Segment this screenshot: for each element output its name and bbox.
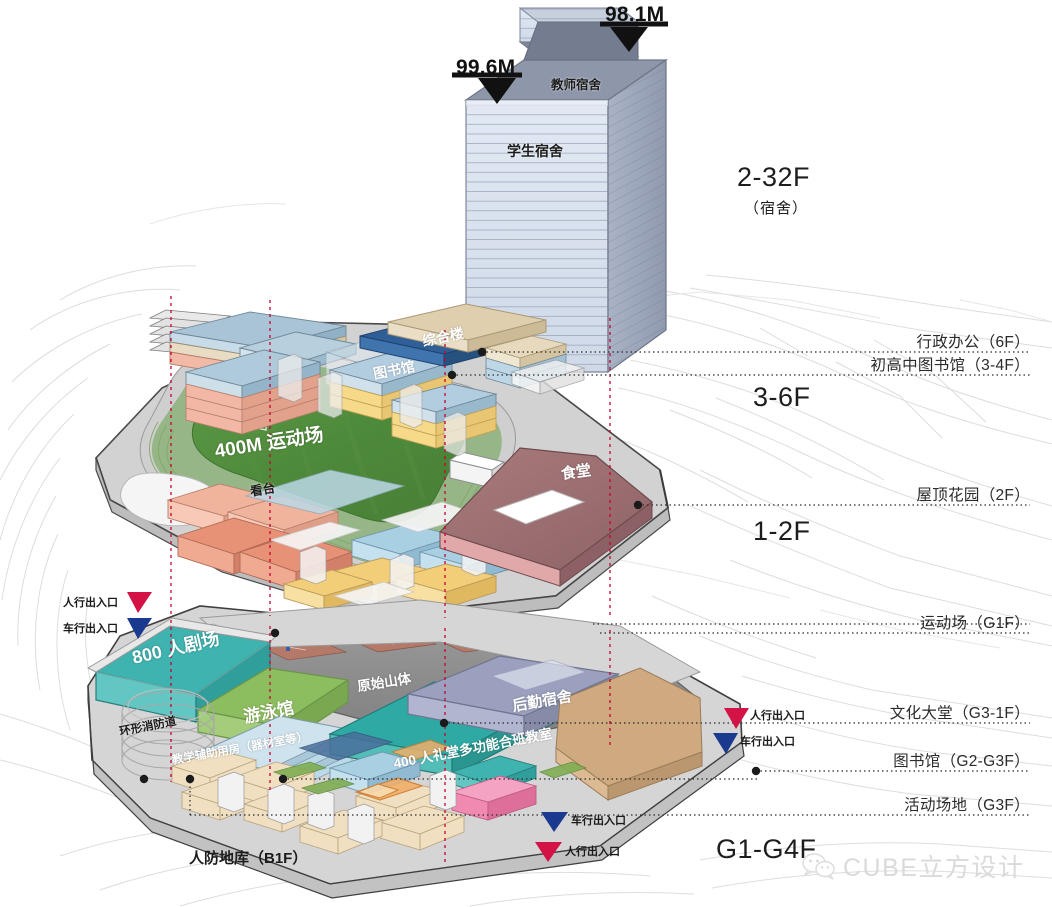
level-leader-lines — [189, 351, 1030, 816]
entry-label-pedestrian-bottom: 人行出入口 — [565, 846, 620, 858]
teacher-dorm-label: 教师宿舍 — [551, 78, 602, 92]
student-dorm-volume — [464, 21, 668, 374]
watermark: CUBE立方设计 — [802, 848, 1024, 884]
big-level-podium: 3-6F — [753, 382, 811, 412]
vehicle-marker-right — [713, 733, 738, 754]
entry-label-vehicle-bottom: 车行出入口 — [571, 815, 626, 827]
big-level-underground: G1-G4F — [716, 834, 817, 864]
big-level-tower: 2-32F — [737, 162, 811, 192]
student-dorm-label: 学生宿舍 — [507, 143, 563, 159]
vehicle-marker-bottom — [541, 812, 568, 832]
big-level-lower-podium: 1-2F — [753, 516, 811, 546]
level-label-roof-garden: 屋顶花园（2F） — [916, 487, 1030, 504]
entry-label-vehicle-right: 车行出入口 — [740, 736, 795, 748]
teaching-buildings — [148, 303, 586, 457]
canteen-volume — [438, 447, 653, 587]
courtyard-buildings — [268, 501, 522, 611]
dimension-markers — [452, 21, 668, 104]
dimension-99-6m: 99.6M — [456, 56, 516, 79]
level-label-library: 图书馆（G2-G3F） — [893, 753, 1030, 770]
level-label-sports-field: 运动场（G1F） — [919, 615, 1030, 632]
entry-label-vehicle-left: 车行出入口 — [63, 623, 118, 635]
vehicle-marker-left — [127, 618, 152, 639]
earth-slope — [555, 667, 703, 801]
wechat-icon — [802, 852, 835, 880]
complex-volume — [387, 303, 547, 353]
level-leader-dots — [139, 347, 761, 784]
entry-label-pedestrian-left: 人行出入口 — [63, 597, 118, 609]
garage-blocks — [170, 731, 588, 855]
watermark-text: CUBE立方设计 — [843, 854, 1025, 882]
entry-markers — [127, 592, 749, 862]
big-level-tower-sub: （宿舍） — [744, 200, 809, 217]
level-label-middle-high-library: 初高中图书馆（3-4F） — [870, 357, 1030, 374]
pedestrian-marker-left — [127, 592, 152, 613]
entry-label-pedestrian-right: 人行出入口 — [750, 710, 805, 722]
pedestrian-marker-bottom — [535, 842, 562, 862]
level-label-activity-area: 活动场地（G3F） — [904, 797, 1030, 814]
level-label-culture-hall: 文化大堂（G3-1F） — [889, 705, 1030, 722]
level-label-admin-office: 行政办公（6F） — [916, 334, 1030, 351]
dimension-98-1m: 98.1M — [605, 3, 665, 26]
pedestrian-marker-right — [724, 708, 749, 729]
vertical-guide-lines — [170, 296, 611, 862]
